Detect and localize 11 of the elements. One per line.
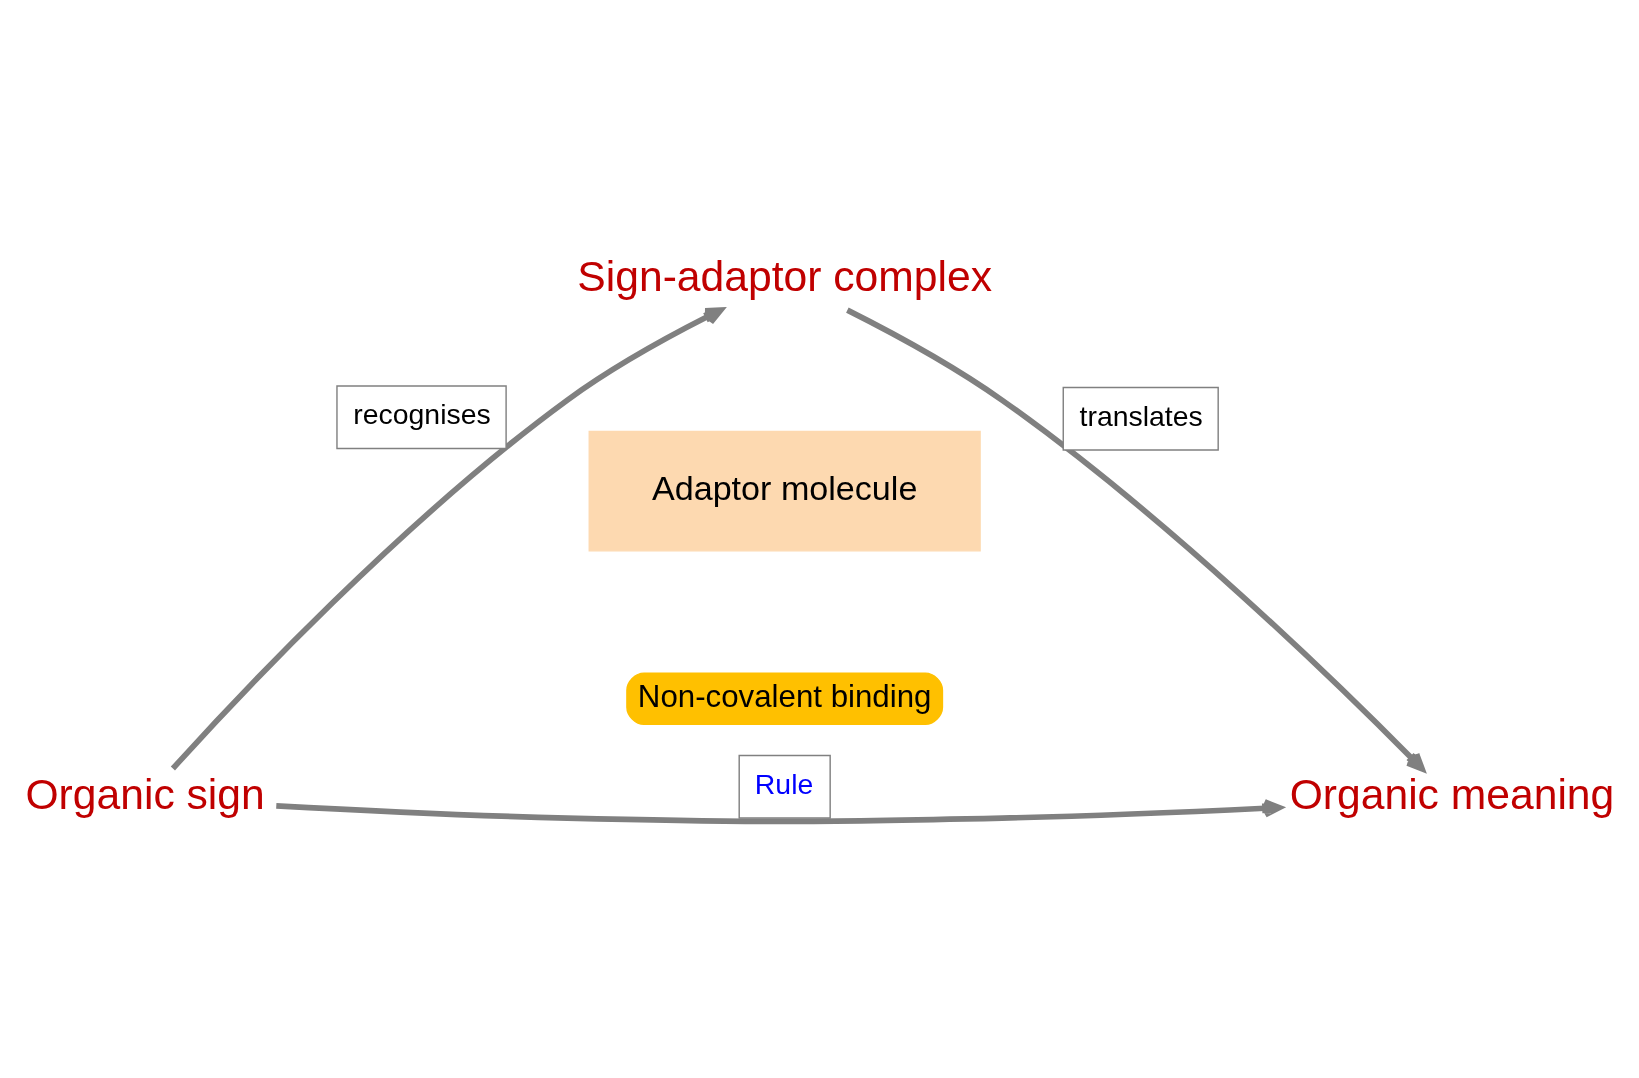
node-text: Organic sign <box>25 769 265 818</box>
arrow <box>276 798 1283 824</box>
arrow <box>170 306 724 770</box>
edge-label: Rule <box>754 767 814 800</box>
node-box: Adaptor molecule <box>588 430 981 552</box>
node-text: Organic meaning <box>1289 769 1615 818</box>
edge-label: recognises <box>353 397 491 430</box>
node-text: Sign-adaptor complex <box>577 251 992 300</box>
arrow <box>846 307 1425 772</box>
node-box: Non-covalent binding <box>626 671 944 725</box>
edge-label: translates <box>1079 399 1203 432</box>
